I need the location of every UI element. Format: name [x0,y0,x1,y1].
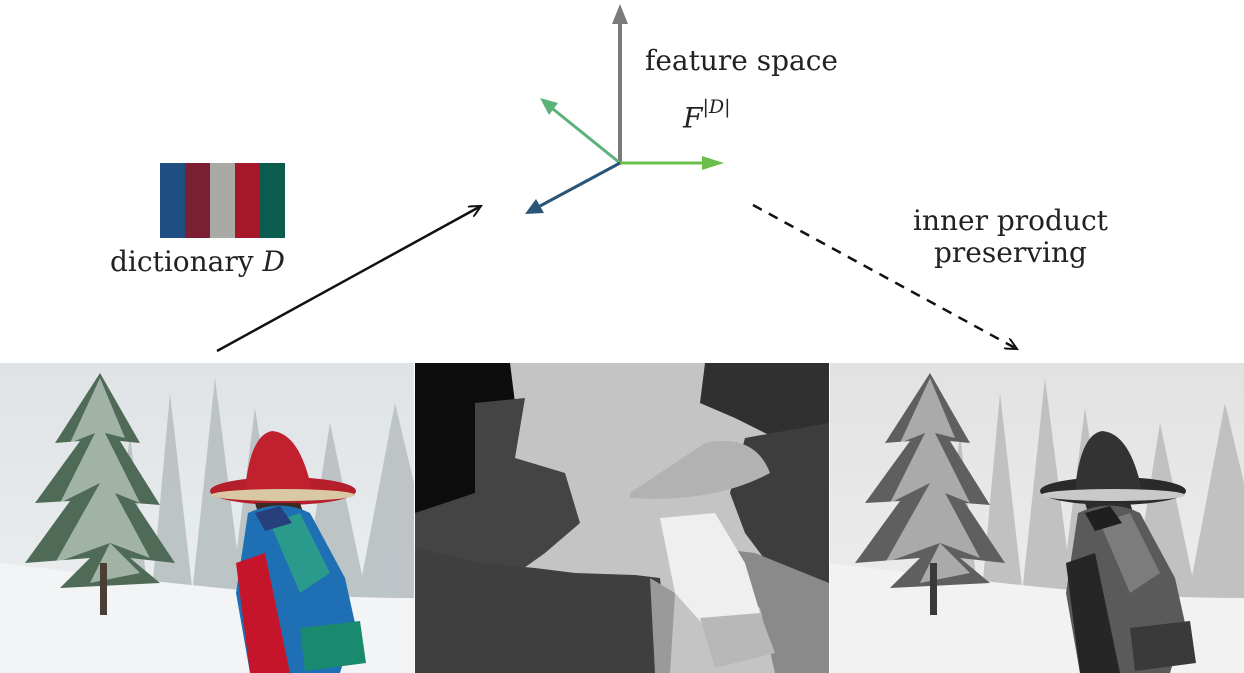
grayscale-photo-panel [830,363,1244,673]
segmentation-map [415,363,829,673]
segmentation-panel [415,363,829,673]
feature-symbol-base: F [683,101,703,135]
axis-vertical-head [612,4,628,24]
color-photo [0,363,414,673]
axis-upper-left [552,107,621,165]
inner-product-line2: preserving [934,236,1087,269]
feature-space-symbol: F|D| [683,95,730,134]
dictionary-label: dictionary D [110,246,285,278]
axis-upper-left-head [540,98,558,115]
dictionary-swatch-1 [160,163,185,238]
dictionary-swatch-4 [235,163,260,238]
dictionary-label-text: dictionary [110,245,263,278]
axis-lower-left-head [525,199,544,214]
dictionary-swatch-5 [260,163,285,238]
inner-product-label: inner product preserving [913,205,1108,269]
grayscale-photo [830,363,1244,673]
feature-space-label: feature space [645,44,839,77]
dictionary-swatches [160,163,285,238]
dictionary-swatch-3 [210,163,235,238]
dictionary-swatch-2 [185,163,210,238]
mapping-arrow [216,204,481,353]
feature-symbol-exponent: |D| [702,96,731,118]
axis-lower-left [539,161,621,208]
inner-product-arrow [752,203,1017,351]
inner-product-line1: inner product [913,204,1108,237]
pine-tree [25,373,175,615]
pine-tree-gray [855,373,1005,615]
axis-right-head [702,156,724,170]
man-figure-gray [1040,431,1196,673]
color-photo-panel [0,363,414,673]
dictionary-symbol: D [262,245,285,278]
man-figure [210,431,366,673]
feature-space-axes [525,4,724,214]
